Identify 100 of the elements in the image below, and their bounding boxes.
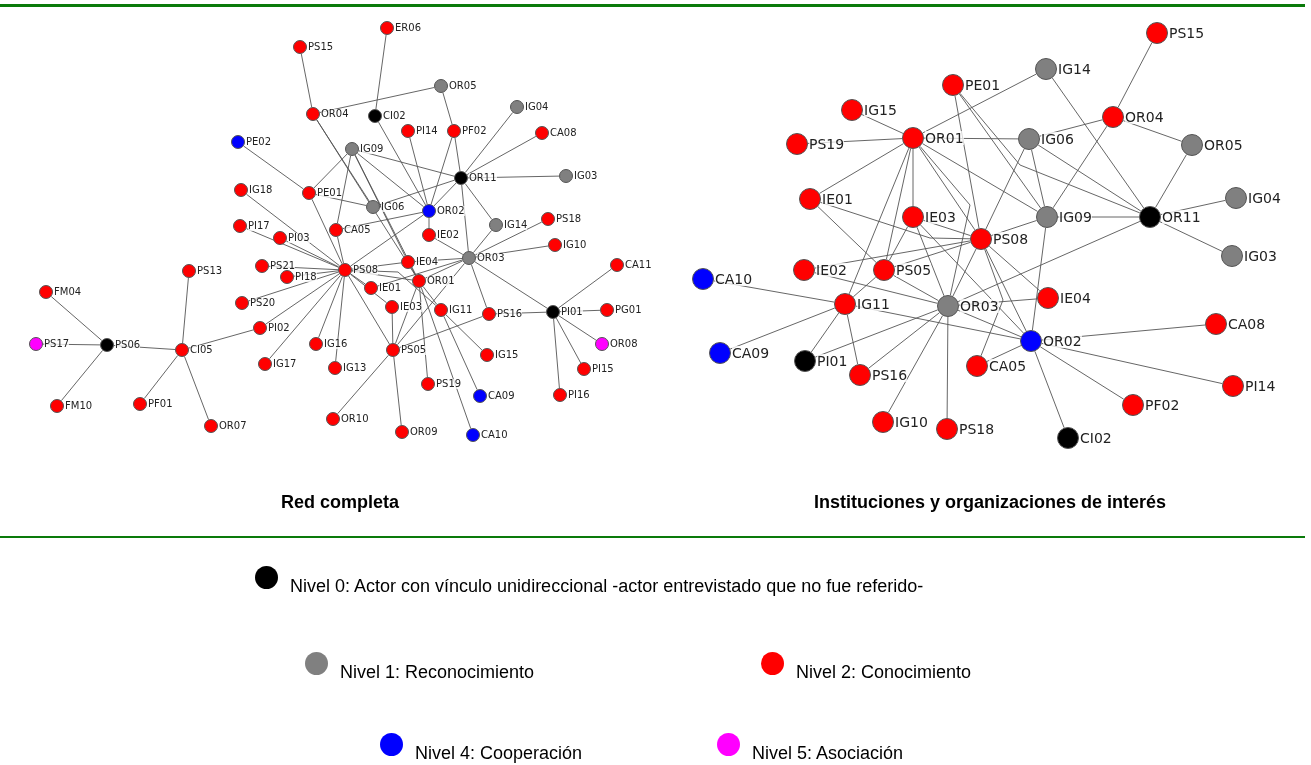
node-label: OR04 (321, 109, 349, 119)
connector-line (1031, 149, 1045, 207)
connector-line (729, 307, 836, 350)
node-label: OR03 (960, 299, 999, 313)
connector-line (350, 273, 387, 304)
connector-line (442, 92, 453, 125)
node-label: PS19 (809, 137, 845, 151)
connector-line (319, 87, 435, 113)
node-label: FM04 (54, 287, 82, 297)
connector-line (985, 248, 1027, 332)
connector-line (1051, 77, 1145, 209)
connector-line (420, 287, 472, 429)
node-label: PS16 (497, 309, 523, 319)
connector-line (311, 198, 343, 265)
connector-line (246, 193, 340, 267)
connector-line (912, 148, 914, 207)
connector-line (954, 95, 980, 229)
node-label: PS05 (896, 263, 932, 277)
node-label: IG14 (1058, 62, 1091, 76)
node-label: OR04 (1125, 110, 1164, 124)
connector-line (814, 309, 939, 358)
node-label: IG06 (381, 202, 405, 212)
connector-line (1155, 154, 1187, 208)
node-label: IG03 (1244, 249, 1277, 263)
node-label: PI14 (416, 126, 438, 136)
node-label: OR01 (427, 276, 455, 286)
node-label: IG18 (249, 185, 273, 195)
node-label: IG14 (504, 220, 528, 230)
node-label: IG06 (1041, 132, 1074, 146)
node-label: PS21 (270, 261, 296, 271)
connector-line (454, 137, 461, 172)
connector-line (443, 315, 478, 391)
node-label: OR05 (449, 81, 477, 91)
connector-line (433, 182, 457, 207)
connector-line (354, 154, 417, 276)
node-label: OR11 (1162, 210, 1201, 224)
connector-line (1039, 346, 1125, 400)
node-label: CA09 (732, 346, 770, 360)
connector-line (918, 146, 976, 231)
connector-line (819, 143, 904, 194)
node-label: PI15 (592, 364, 614, 374)
connector-line (375, 34, 387, 110)
connector-line (555, 317, 582, 364)
connector-line (248, 271, 339, 302)
node-label: IG04 (525, 102, 549, 112)
node-label: PI03 (288, 233, 310, 243)
connector-line (391, 313, 394, 344)
connector-line (1052, 125, 1108, 209)
connector-line (980, 248, 1004, 357)
node-label: IG11 (449, 305, 473, 315)
node-label: CA10 (715, 272, 753, 286)
connector-line (1117, 42, 1153, 108)
node-label: PS13 (197, 266, 223, 276)
node-label: PI01 (561, 307, 583, 317)
connector-line (946, 316, 949, 419)
node-label: PG01 (615, 305, 642, 315)
node-label: CA08 (550, 128, 577, 138)
connector-line (182, 277, 189, 344)
node-label: OR01 (925, 131, 964, 145)
connector-line (885, 148, 912, 260)
connector-line (814, 272, 938, 304)
connector-line (350, 214, 424, 267)
connector-line (379, 179, 455, 206)
connector-line (318, 276, 343, 338)
connector-line (409, 137, 428, 205)
node-label: CA11 (625, 260, 652, 270)
connector-line (300, 53, 313, 108)
node-label: CA05 (989, 359, 1027, 373)
node-label: PE01 (317, 188, 343, 198)
connector-line (988, 245, 1041, 292)
connector-line (188, 329, 254, 349)
node-label: PF01 (148, 399, 173, 409)
connector-line (957, 220, 1141, 303)
connector-line (848, 147, 910, 295)
node-label: PS18 (959, 422, 995, 436)
connector-line (957, 309, 1022, 338)
node-label: ER06 (395, 23, 421, 33)
connector-line (313, 153, 348, 189)
legend-label: Nivel 5: Asociación (752, 743, 904, 764)
node-label: CI05 (190, 345, 213, 355)
connector-line (472, 229, 493, 254)
connector-line (1041, 342, 1223, 385)
node-label: PS08 (353, 265, 379, 275)
connector-line (1159, 221, 1223, 252)
connector-line (336, 155, 352, 224)
node-label: PI18 (295, 272, 317, 282)
connector-line (377, 259, 463, 287)
node-label: PS08 (993, 232, 1029, 246)
node-label: CI02 (383, 111, 406, 121)
connector-line (397, 262, 465, 346)
panel-title: Instituciones y organizaciones de interés (813, 492, 1167, 513)
node-label: PS19 (436, 379, 462, 389)
connector-line (445, 314, 483, 351)
connector-line (424, 260, 464, 279)
node-label: PE02 (246, 137, 272, 147)
node-label: PF02 (1145, 398, 1180, 412)
node-label: PI16 (568, 390, 590, 400)
connector-line (553, 318, 560, 389)
legend-label: Nivel 4: Cooperación (415, 743, 583, 764)
connector-line (893, 274, 939, 302)
